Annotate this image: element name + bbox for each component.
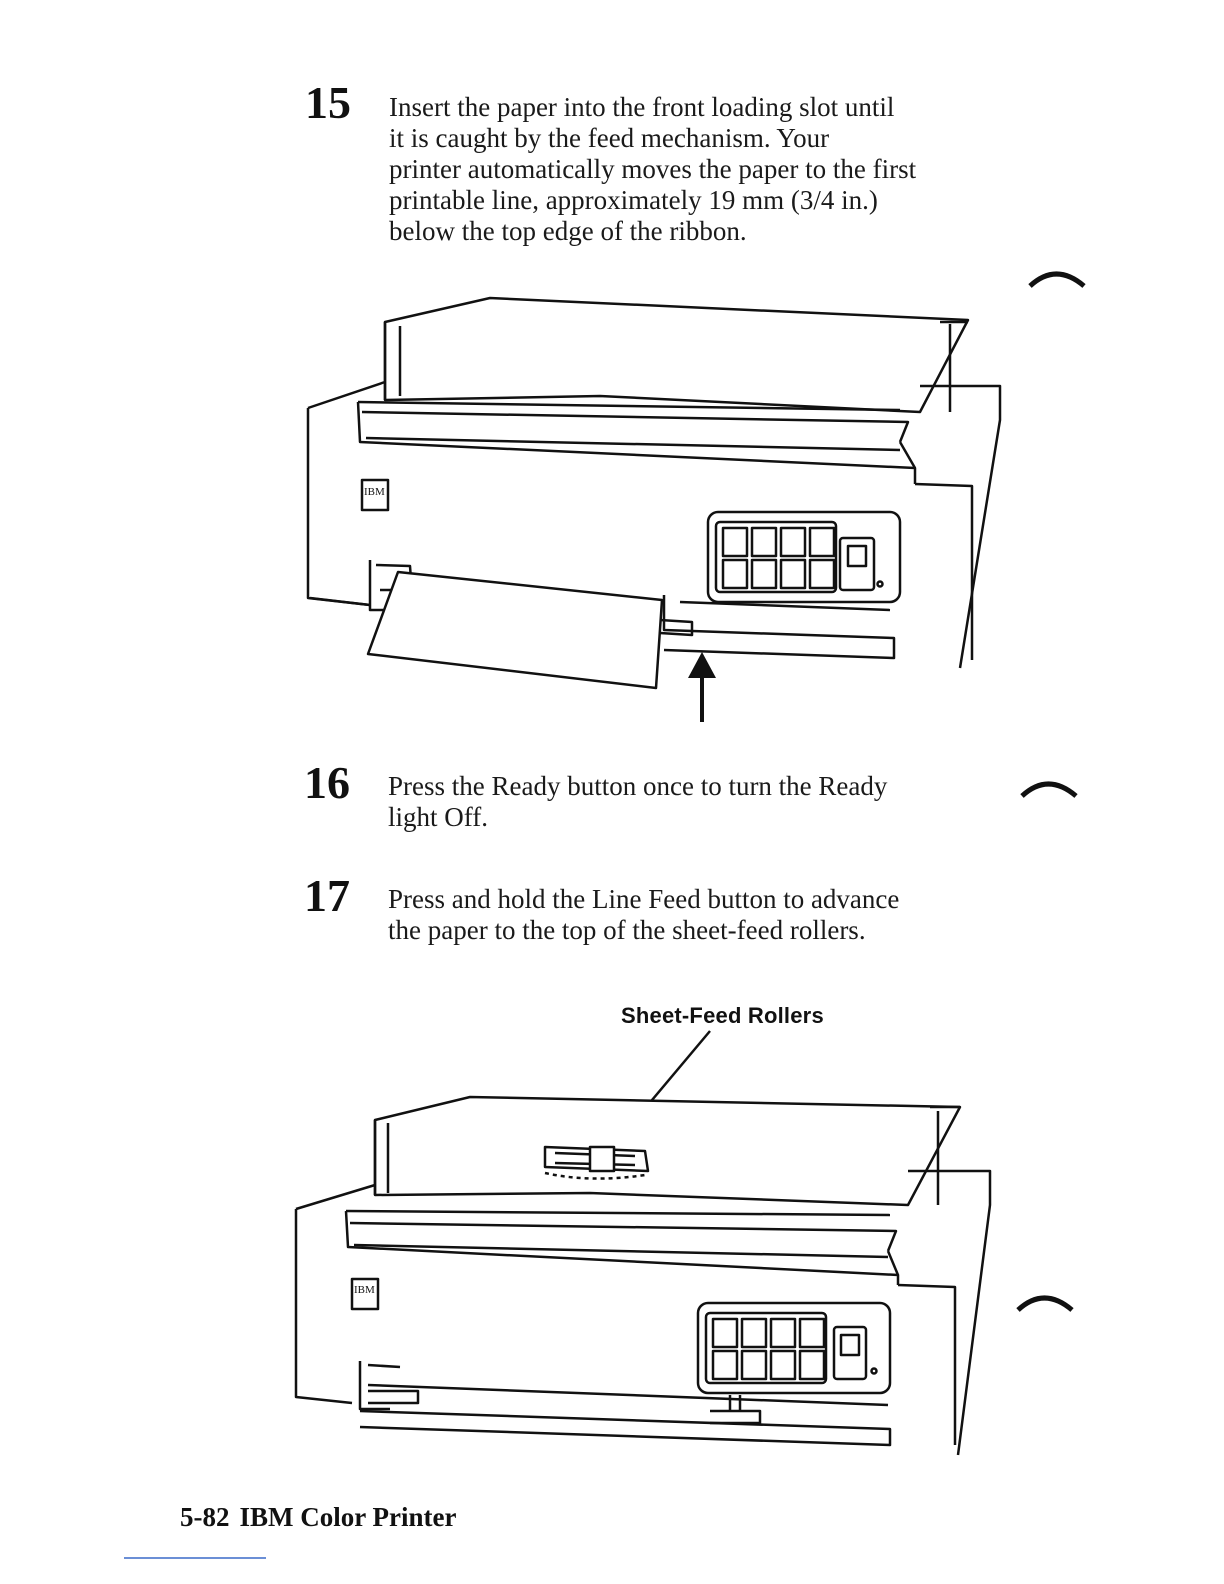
svg-text:IBM: IBM: [354, 1284, 375, 1296]
svg-text:IBM: IBM: [364, 486, 385, 498]
margin-tab-mark: [1020, 781, 1078, 798]
printer-paper-insertion-illustration: IBM: [306, 296, 1002, 722]
step-number: 16: [304, 757, 350, 808]
page-footer: 5-82 IBM Color Printer: [180, 1502, 456, 1533]
margin-tab-mark: [1016, 1295, 1074, 1312]
step-instruction: Press and hold the Line Feed button to a…: [388, 884, 900, 945]
sheet-feed-rollers-label: Sheet-Feed Rollers: [621, 1003, 824, 1028]
page-number: 5-82: [180, 1502, 230, 1532]
step-number: 17: [304, 870, 350, 921]
step-instruction: Insert the paper into the front loading …: [389, 92, 917, 246]
step-instruction: Press the Ready button once to turn the …: [388, 771, 888, 832]
printer-sheet-feed-rollers-illustration: IBM: [294, 1030, 992, 1456]
footer-rule: [124, 1557, 266, 1559]
step-number: 15: [305, 77, 351, 128]
document-title: IBM Color Printer: [239, 1502, 457, 1532]
margin-tab-mark: [1028, 271, 1086, 288]
